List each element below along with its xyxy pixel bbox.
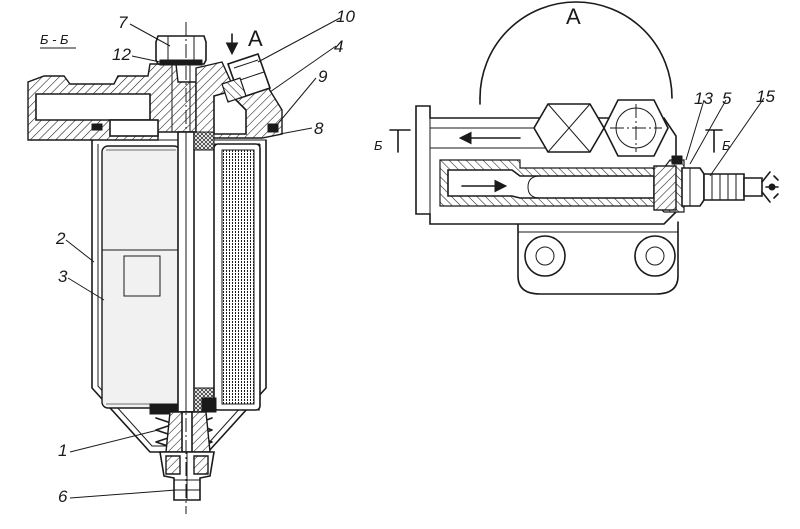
callout-8: 8 (314, 119, 324, 138)
callout-10: 10 (336, 7, 355, 26)
section-title: Б - Б (40, 32, 69, 47)
callout-7: 7 (118, 13, 128, 32)
top-bolt (155, 35, 207, 132)
leader-lines (65, 17, 765, 499)
callout-3: 3 (58, 267, 68, 286)
view-a (389, 1, 779, 295)
mesh-element (213, 143, 261, 411)
outlet-fitting (221, 52, 272, 103)
callout-13: 13 (694, 89, 713, 108)
callout-6: 6 (58, 487, 68, 506)
labels: Б - Б А А Б Б 7 12 10 4 9 8 2 3 1 6 13 5… (40, 4, 775, 506)
section-mark-left: Б (374, 138, 383, 153)
view-body (415, 99, 685, 225)
filter-head (27, 61, 283, 141)
view-letter-left: А (248, 26, 263, 51)
drain-plug (159, 411, 215, 501)
callout-1: 1 (58, 441, 67, 460)
center-tube (177, 131, 215, 413)
mount-bracket (517, 221, 679, 295)
callout-5: 5 (722, 89, 732, 108)
section-mark-right: Б (722, 138, 731, 153)
callout-2: 2 (55, 229, 66, 248)
callout-15: 15 (756, 87, 775, 106)
view-letter-right: А (566, 4, 581, 29)
callout-4: 4 (334, 37, 343, 56)
callout-9: 9 (318, 67, 328, 86)
section-view (27, 22, 283, 514)
valve-sensor (653, 155, 779, 211)
filter-element (101, 145, 181, 409)
callout-12: 12 (112, 45, 131, 64)
